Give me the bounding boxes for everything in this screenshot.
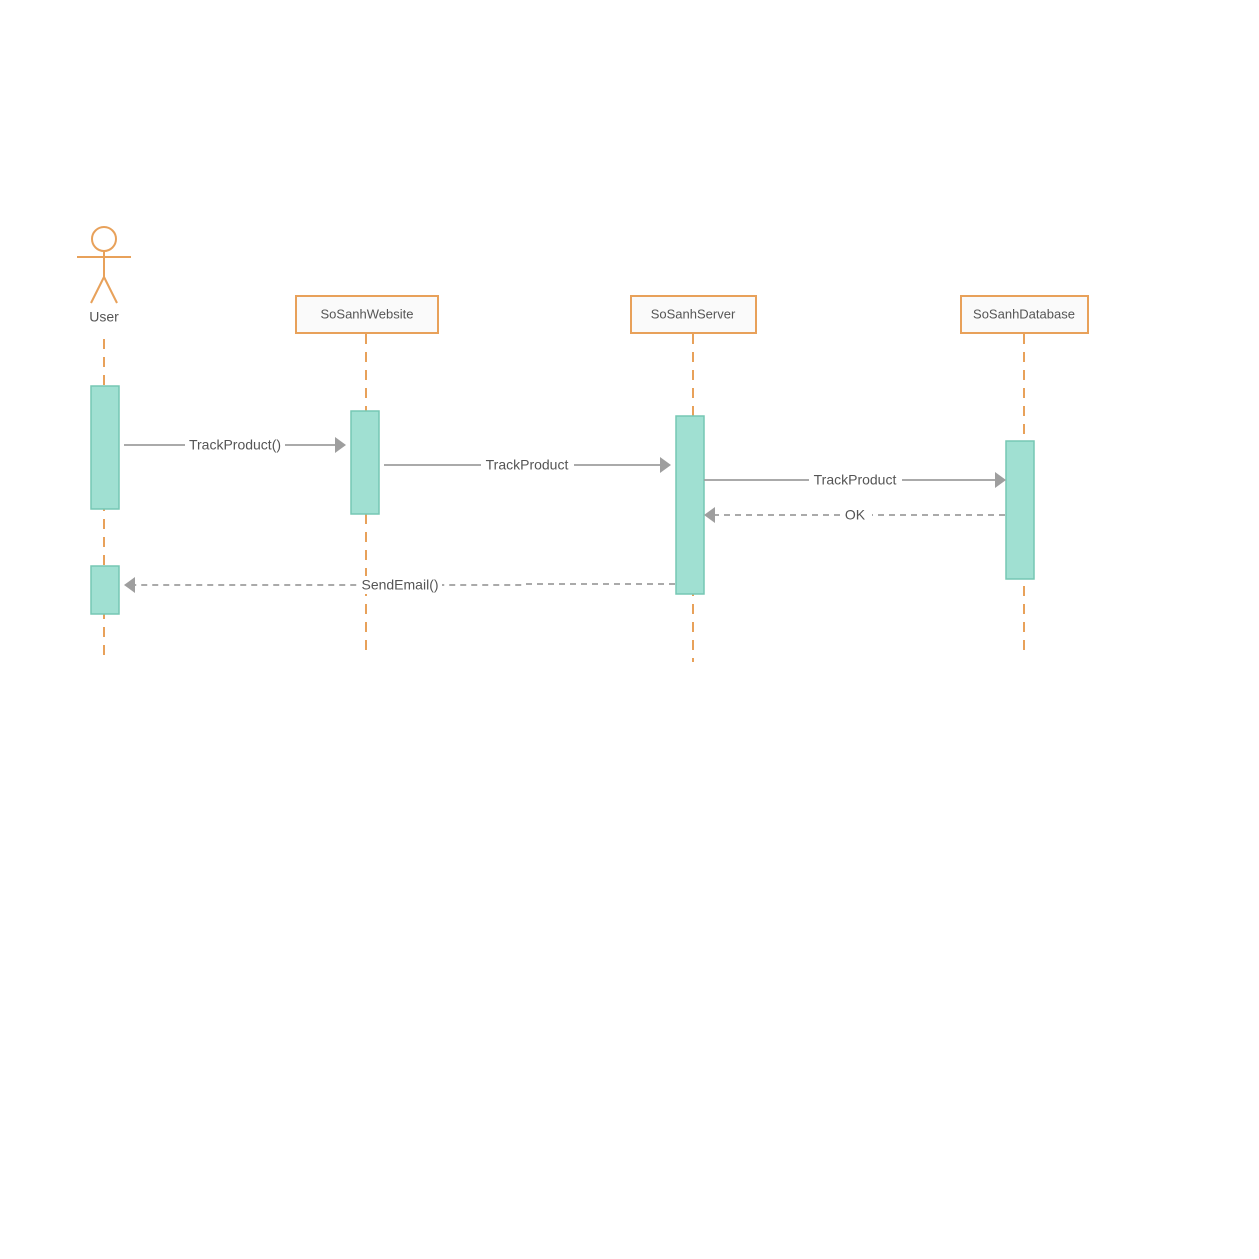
message-label: TrackProduct() bbox=[189, 437, 281, 453]
arrow-right-icon bbox=[335, 437, 346, 453]
participant-website[interactable]: SoSanhWebsite bbox=[295, 295, 439, 334]
message-label: OK bbox=[845, 507, 866, 523]
arrow-right-icon bbox=[660, 457, 671, 473]
activation-server[interactable] bbox=[675, 415, 705, 595]
participant-server-label: SoSanhServer bbox=[651, 306, 736, 321]
participant-database[interactable]: SoSanhDatabase bbox=[960, 295, 1089, 334]
message-trackproduct-call[interactable]: TrackProduct() bbox=[124, 436, 346, 454]
arrow-left-icon bbox=[704, 507, 715, 523]
activation-user-2[interactable] bbox=[90, 565, 120, 615]
arrow-right-icon bbox=[995, 472, 1006, 488]
participant-website-label: SoSanhWebsite bbox=[321, 306, 414, 321]
activation-user-1[interactable] bbox=[90, 385, 120, 510]
activation-database[interactable] bbox=[1005, 440, 1035, 580]
message-label: SendEmail() bbox=[361, 577, 438, 593]
stick-figure-icon bbox=[77, 226, 131, 304]
activation-website[interactable] bbox=[350, 410, 380, 515]
arrow-left-icon bbox=[124, 577, 135, 593]
message-label: TrackProduct bbox=[486, 457, 569, 473]
actor-user[interactable]: User bbox=[77, 226, 131, 325]
message-trackproduct-query[interactable]: TrackProduct bbox=[704, 471, 1006, 489]
participant-server[interactable]: SoSanhServer bbox=[630, 295, 757, 334]
actor-user-label: User bbox=[89, 309, 119, 325]
message-ok-return[interactable]: OK bbox=[704, 506, 1005, 524]
message-trackproduct-forward[interactable]: TrackProduct bbox=[384, 456, 671, 474]
participant-database-label: SoSanhDatabase bbox=[973, 306, 1075, 321]
message-label: TrackProduct bbox=[814, 472, 897, 488]
message-sendemail-return[interactable]: SendEmail() bbox=[124, 576, 675, 594]
